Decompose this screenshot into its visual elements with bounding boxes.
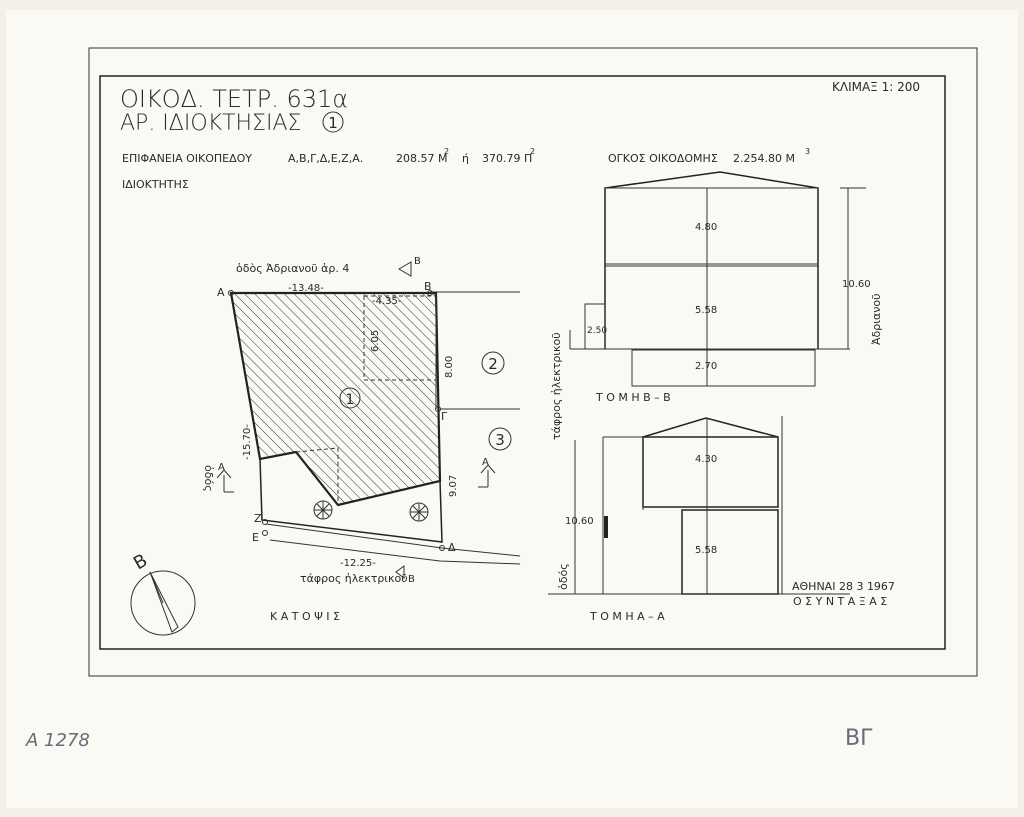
area-points: Α,Β,Γ,Δ,Ε,Ζ,Α. bbox=[288, 152, 363, 165]
bb-h-side: 2.50 bbox=[587, 326, 607, 336]
street-bottom-label: τάφρος ἠλεκτρικοῦ bbox=[300, 572, 408, 585]
signed-by: Ο Σ Υ Ν Τ Α Ξ Α Σ bbox=[793, 595, 887, 608]
section-bb: 4.80 5.58 2.70 2.50 10.60 Ἀδριανοῦ τάφρο… bbox=[550, 171, 883, 440]
outer-frame bbox=[88, 47, 978, 677]
parcel-1: 1 bbox=[346, 392, 355, 408]
corner-b: Β bbox=[424, 280, 432, 293]
inner-frame bbox=[99, 75, 946, 650]
handwritten-right: ΒΓ bbox=[845, 726, 873, 751]
aa-h-top: 4.30 bbox=[695, 454, 717, 465]
volume-value: 2.254.80 Μ bbox=[733, 152, 795, 165]
parcel-2: 2 bbox=[488, 355, 498, 373]
wheel-left-icon bbox=[313, 500, 333, 520]
property-number-circle bbox=[322, 111, 344, 133]
area-m2: 208.57 Μ bbox=[396, 152, 447, 165]
aa-caption: Τ Ο Μ Η Α – Α bbox=[589, 610, 665, 623]
bb-h-mid: 5.58 bbox=[695, 305, 717, 316]
aa-street-left: ὁδός bbox=[557, 563, 570, 590]
corner-g: Γ bbox=[441, 410, 448, 423]
dim-inner: -4.35- bbox=[372, 296, 402, 307]
title-line2: ΑΡ. ΙΔΙΟΚΤΗΣΙΑΣ bbox=[120, 111, 301, 136]
section-b-bottom-marker: Β bbox=[395, 565, 415, 585]
corner-a: Α bbox=[217, 286, 225, 299]
place-date: ΑΘΗΝΑΙ 28 3 1967 bbox=[792, 580, 895, 593]
bb-h-top: 4.80 bbox=[695, 222, 717, 233]
svg-text:Α: Α bbox=[482, 457, 489, 468]
property-number: 1 bbox=[328, 114, 338, 132]
dim-bottom: -12.25- bbox=[340, 558, 376, 569]
area-or: ή bbox=[462, 152, 469, 165]
section-b-top-label: Β bbox=[414, 256, 421, 267]
dim-left: -15.70- bbox=[242, 424, 253, 460]
section-aa-roof bbox=[642, 417, 779, 438]
section-a-right-marker: Α bbox=[478, 457, 496, 488]
parcel-3: 3 bbox=[495, 431, 505, 449]
corner-z: Ζ bbox=[254, 512, 262, 525]
street-top-label: ὁδὸς Ἀδριανοῦ ἀρ. 4 bbox=[236, 262, 349, 275]
area-p2: 370.79 Π bbox=[482, 152, 532, 165]
corner-d: Δ bbox=[448, 541, 456, 554]
section-bb-outline bbox=[604, 171, 819, 349]
svg-text:Β: Β bbox=[408, 574, 415, 585]
lower-strip bbox=[259, 458, 443, 543]
bb-street-left: τάφρος ἠλεκτρικοῦ bbox=[550, 332, 563, 440]
bb-h-total: 10.60 bbox=[842, 279, 871, 290]
section-aa: 4.30 5.58 10.60 ὁδός Τ Ο Μ Η Α – Α bbox=[548, 416, 850, 623]
section-a-left-marker: Α bbox=[216, 462, 234, 493]
scale-label: ΚΛΙΜΑΞ 1: 200 bbox=[832, 80, 920, 94]
dim-top: -13.48- bbox=[288, 283, 324, 294]
aa-h-total: 10.60 bbox=[565, 516, 594, 527]
site-plan: ὁδὸς Ἀδριανοῦ ἀρ. 4 Β bbox=[130, 256, 521, 636]
bb-h-low: 2.70 bbox=[695, 361, 717, 372]
aa-h-low: 5.58 bbox=[695, 545, 717, 556]
area-p2-exp: 2 bbox=[530, 147, 535, 156]
volume-label: ΟΓΚΟΣ ΟΙΚΟΔΟΜΗΣ bbox=[608, 152, 718, 165]
svg-text:Α: Α bbox=[218, 462, 225, 473]
title-line1: ΟΙΚΟΔ. ΤΕΤΡ. 631α bbox=[120, 85, 348, 113]
dim-right: 8.00 bbox=[444, 356, 455, 378]
area-label: ΕΠΙΦΑΝΕΙΑ ΟΙΚΟΠΕΔΟΥ bbox=[122, 152, 252, 165]
street-left-label: ὁδός bbox=[202, 465, 215, 492]
dim-right-low: 9.07 bbox=[448, 475, 459, 497]
dim-inner-v: 6.05 bbox=[370, 330, 381, 352]
lower-dashed-building bbox=[295, 447, 339, 505]
plan-caption: Κ Α Τ Ο Ψ Ι Σ bbox=[270, 610, 340, 623]
bb-caption: Τ Ο Μ Η Β – Β bbox=[595, 391, 671, 404]
corner-e: Ε bbox=[252, 531, 259, 544]
area-m2-exp: 2 bbox=[444, 147, 449, 156]
wheel-right-icon bbox=[409, 502, 429, 522]
volume-exp: 3 bbox=[805, 147, 810, 156]
owner-label: ΙΔΙΟΚΤΗΤΗΣ bbox=[122, 178, 189, 191]
bb-street-right: Ἀδριανοῦ bbox=[870, 294, 883, 345]
handwritten-left: A 1278 bbox=[25, 730, 90, 751]
